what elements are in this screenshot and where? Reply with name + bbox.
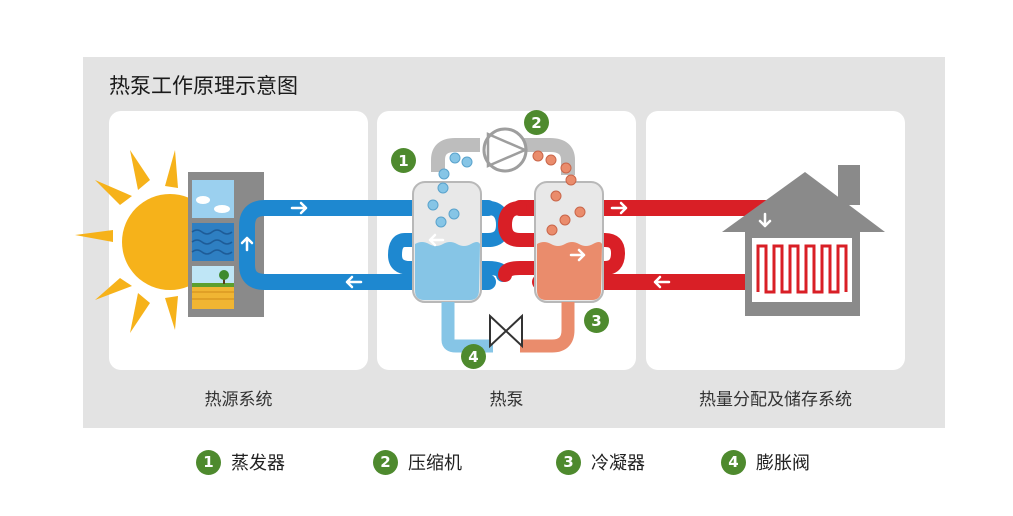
legend-item-condenser: 3 冷凝器 <box>556 449 645 475</box>
arrow-left-icon <box>653 275 671 289</box>
badge-condenser: 3 <box>584 308 609 333</box>
house-icon <box>722 165 885 316</box>
legend-item-compressor: 2 压缩机 <box>373 449 462 475</box>
section-label-heat-source: 热源系统 <box>204 390 273 410</box>
legend-badge: 4 <box>721 449 746 475</box>
arrow-up-icon <box>240 236 254 252</box>
arrow-left-icon <box>428 233 445 247</box>
legend-badge: 2 <box>373 449 398 475</box>
badge-compressor: 2 <box>524 110 549 135</box>
expansion-valve <box>489 313 523 349</box>
arrow-down-icon <box>758 212 772 228</box>
diagram-title: 热泵工作原理示意图 <box>109 74 298 98</box>
flow-arrows <box>240 201 772 289</box>
badge-valve: 4 <box>461 344 486 369</box>
arrow-right-icon <box>610 201 628 215</box>
legend-label: 冷凝器 <box>591 453 645 474</box>
evaporator <box>412 138 493 353</box>
legend-badge: 3 <box>556 449 581 475</box>
section-label-heat-distribution: 热量分配及储存系统 <box>699 390 852 410</box>
legend-item-evaporator: 1 蒸发器 <box>196 449 285 475</box>
legend-label: 压缩机 <box>408 453 462 474</box>
legend-badge: 1 <box>196 449 221 475</box>
section-label-heat-pump: 热泵 <box>489 390 524 410</box>
compressor <box>482 127 575 175</box>
legend-label: 膨胀阀 <box>756 453 810 474</box>
arrow-right-icon <box>290 201 308 215</box>
badge-evaporator: 1 <box>391 148 416 173</box>
arrow-right-icon <box>569 248 586 262</box>
condenser <box>520 150 604 353</box>
arrow-left-icon <box>345 275 363 289</box>
legend-item-expansion-valve: 4 膨胀阀 <box>721 449 810 475</box>
legend-label: 蒸发器 <box>231 453 285 474</box>
